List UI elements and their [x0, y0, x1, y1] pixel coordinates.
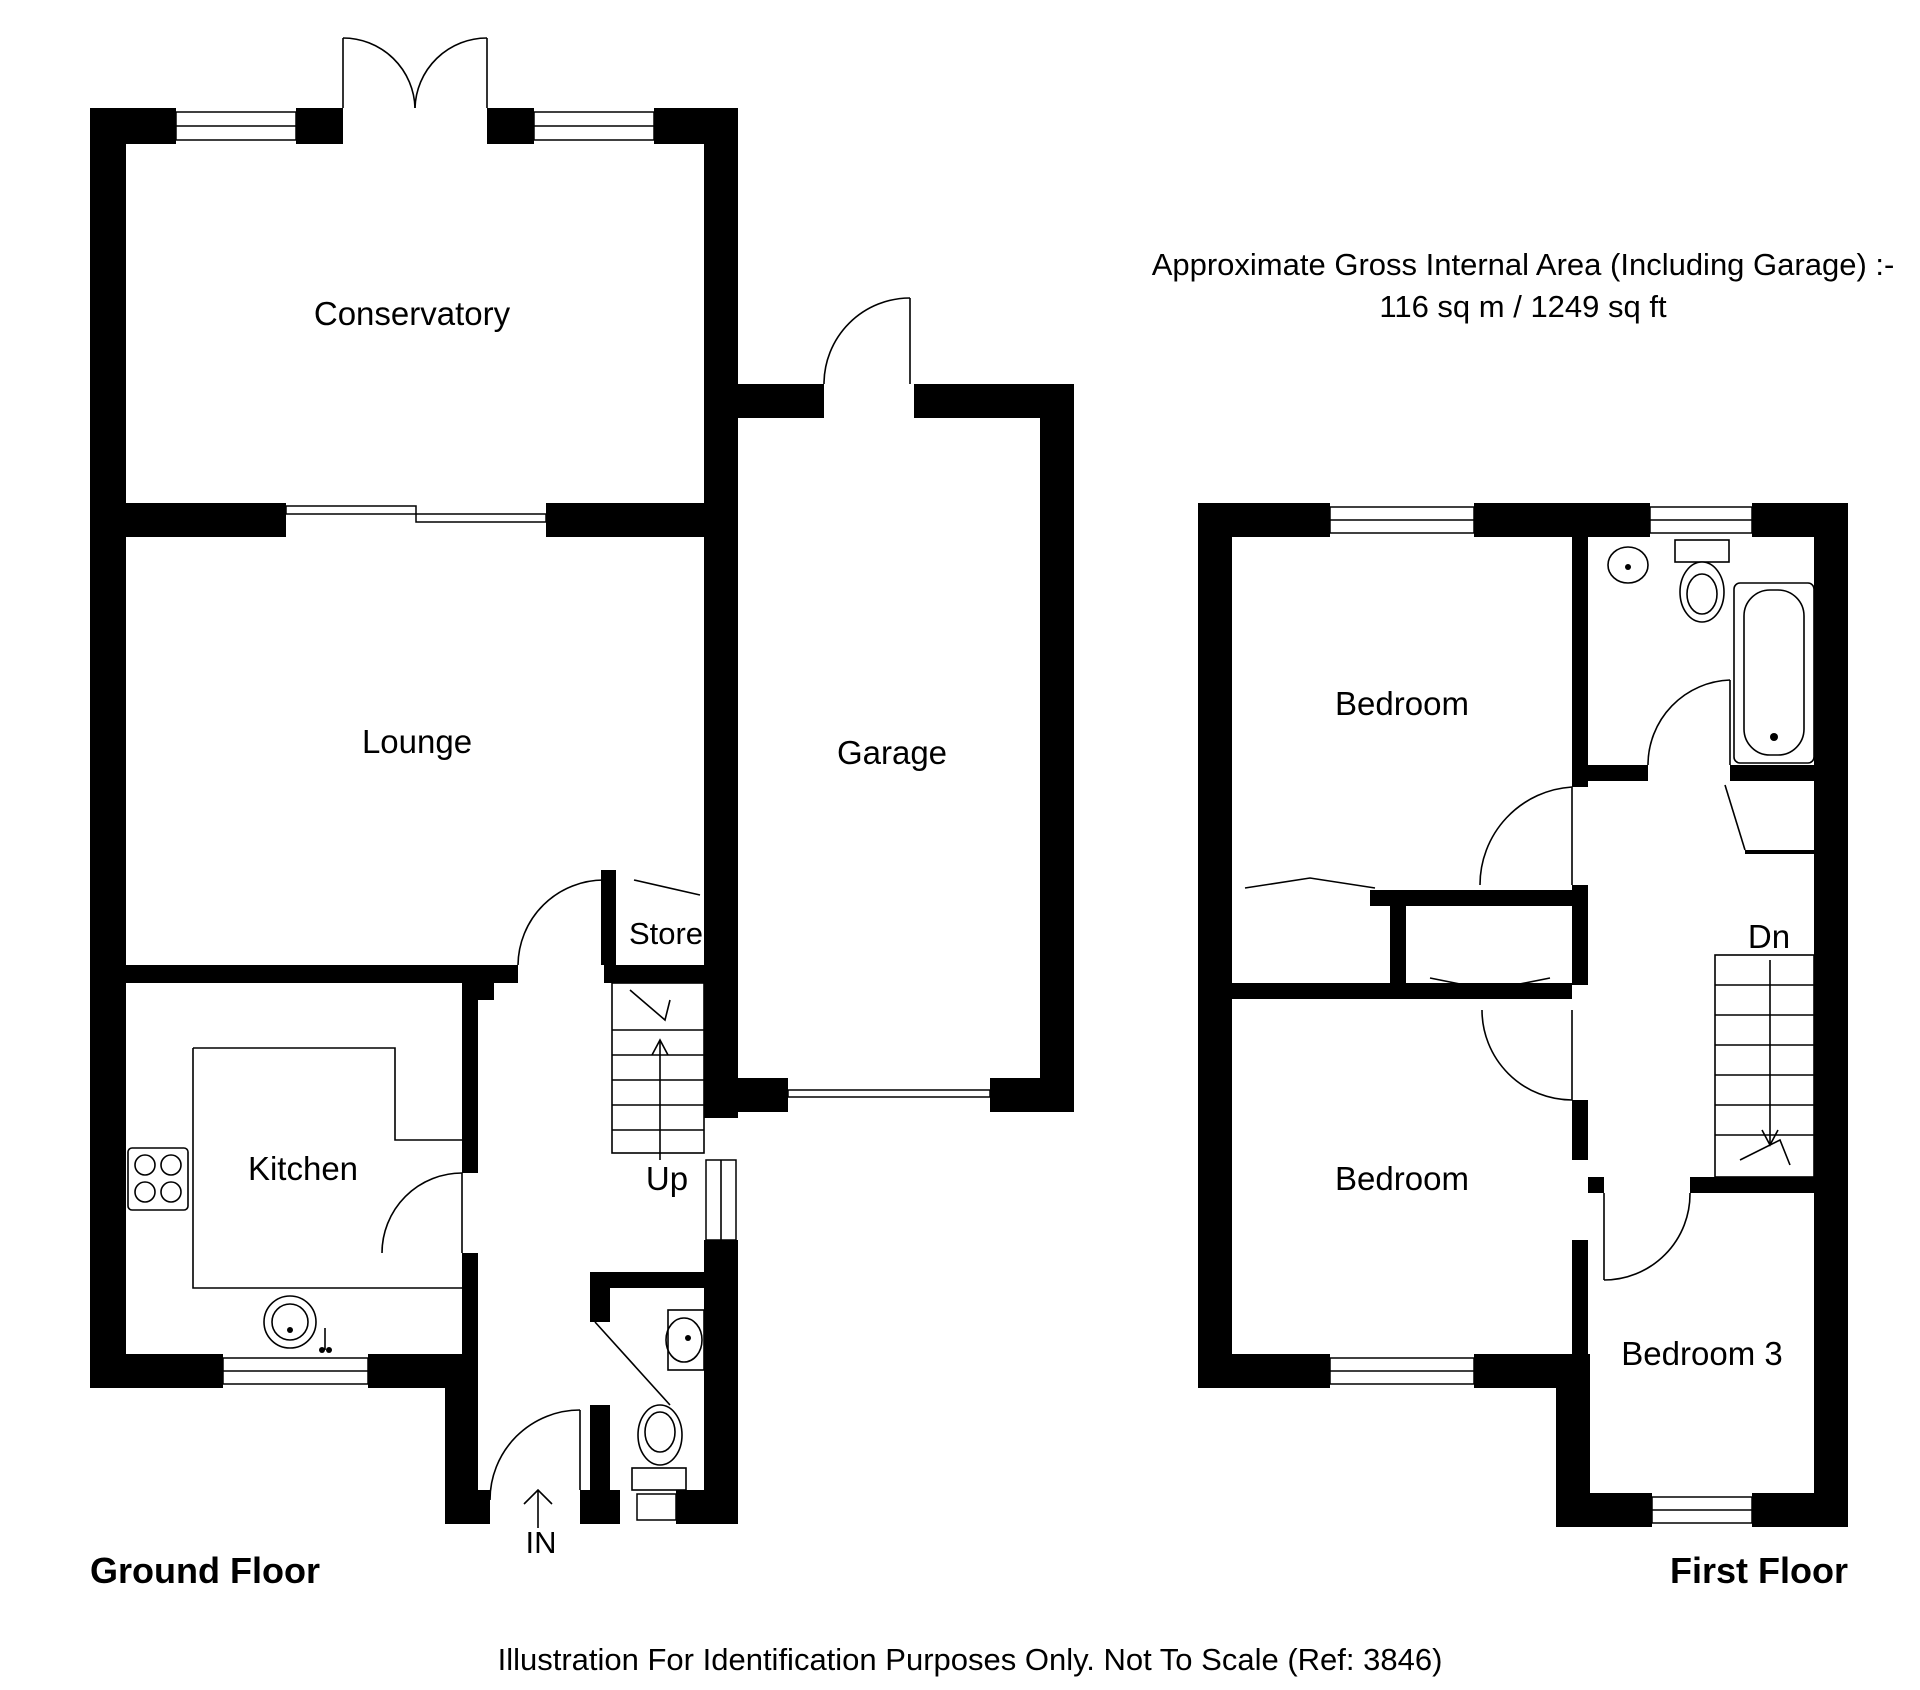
- room-label-bedroom-mid: Bedroom: [1335, 1160, 1469, 1197]
- room-label-conservatory: Conservatory: [314, 295, 511, 332]
- room-label-kitchen: Kitchen: [248, 1150, 358, 1187]
- room-label-bedroom-3: Bedroom 3: [1621, 1335, 1782, 1372]
- room-label-lounge: Lounge: [362, 723, 472, 760]
- gross-area-line-1: Approximate Gross Internal Area (Includi…: [1152, 247, 1895, 282]
- stairs-up-label: Up: [646, 1160, 688, 1197]
- gross-area-line-2: 116 sq m / 1249 sq ft: [1379, 289, 1667, 324]
- ground-floor-title: Ground Floor: [90, 1550, 320, 1591]
- ground-floor-walls: [90, 108, 738, 1524]
- ground-floor-stairs: [611, 982, 705, 1160]
- disclaimer-text: Illustration For Identification Purposes…: [498, 1642, 1443, 1677]
- first-floor-title: First Floor: [1670, 1550, 1848, 1591]
- room-label-bedroom-top: Bedroom: [1335, 685, 1469, 722]
- stairs-down-label: Dn: [1748, 918, 1790, 955]
- bath-icon: [1743, 589, 1805, 756]
- bathroom-fittings: [1607, 539, 1815, 764]
- hob-ring-icon: [160, 1154, 182, 1176]
- sink-icon: [263, 1295, 317, 1349]
- kitchen-fittings: [127, 1047, 462, 1353]
- wc-fittings: [631, 1309, 705, 1491]
- first-floor-stairs: [1714, 954, 1815, 1178]
- hob-ring-icon: [134, 1154, 156, 1176]
- room-label-store: Store: [629, 916, 703, 951]
- first-floor-plan: Bedroom Bedroom Bedroom 3 Dn First Floor: [1198, 503, 1848, 1591]
- hob-ring-icon: [134, 1181, 156, 1203]
- washbasin-icon: [665, 1317, 703, 1363]
- ground-floor-plan: Conservatory Lounge Garage Store Kitchen…: [90, 37, 1074, 1591]
- garage-walls: [738, 384, 1074, 1112]
- first-floor-windows: [1329, 506, 1753, 1524]
- first-floor-walls: [1198, 503, 1848, 1527]
- washbasin-icon: [1607, 546, 1649, 584]
- hob-ring-icon: [160, 1181, 182, 1203]
- toilet-icon: [637, 1404, 683, 1466]
- ground-floor-windows: [175, 111, 737, 1521]
- first-floor-doors: [1244, 679, 1746, 1281]
- ground-floor-doors: [285, 37, 991, 1528]
- entrance-label: IN: [526, 1525, 557, 1560]
- room-label-garage: Garage: [837, 734, 947, 771]
